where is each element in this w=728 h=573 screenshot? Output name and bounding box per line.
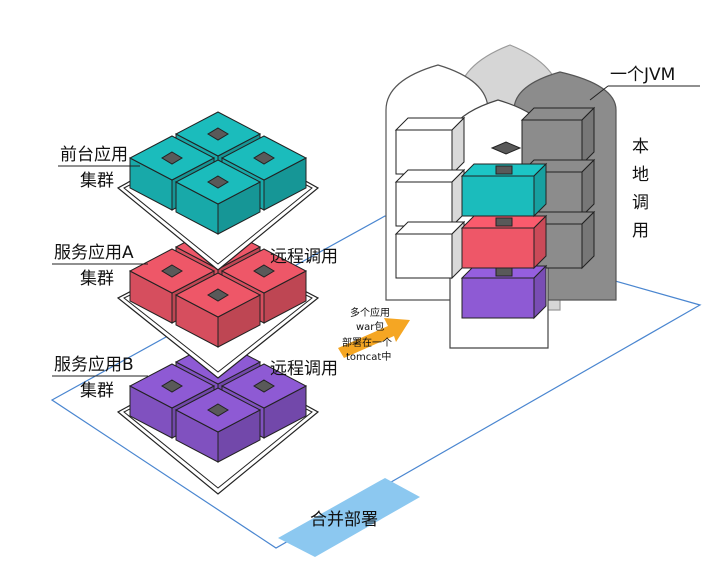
chip: [495, 217, 513, 227]
service-a-label-2: 集群: [80, 269, 114, 289]
box-front: [395, 129, 453, 175]
stack-box-side: [533, 214, 547, 270]
local-call-char-2: 地: [632, 165, 649, 185]
stack-box-side: [533, 162, 547, 218]
arrow-note-line-1: 多个应用: [350, 306, 390, 319]
arrow-note-line-2: war包: [356, 320, 384, 333]
jvm-label-leader: [589, 85, 609, 101]
chip: [207, 288, 229, 302]
chip: [253, 379, 275, 393]
box-front: [395, 181, 453, 227]
stack-box-front: [461, 175, 535, 217]
chip: [161, 264, 183, 278]
local-call-char-3: 调: [632, 193, 649, 213]
remote-call-label-1: 远程调用: [270, 247, 338, 267]
stack-box-front: [461, 227, 535, 269]
stack-box-side: [533, 264, 547, 320]
service-a-label-1: 服务应用A: [54, 243, 134, 263]
chip: [207, 175, 229, 189]
box-side: [581, 106, 595, 166]
deploy-arrow: [338, 318, 410, 358]
chip: [490, 141, 522, 155]
chip: [207, 127, 229, 141]
frontend-cluster: [116, 111, 320, 271]
service-b-label-1: 服务应用B: [54, 355, 134, 375]
chip: [495, 267, 513, 277]
chip: [161, 379, 183, 393]
box-front: [395, 233, 453, 279]
frontend-cluster-label-1: 前台应用: [60, 145, 128, 165]
arrow-note-line-3: 部署在一个: [342, 336, 392, 349]
merge-deploy-label: 合并部署: [310, 510, 378, 530]
chip: [253, 264, 275, 278]
chip: [207, 403, 229, 417]
box-side: [581, 158, 595, 218]
box-side: [581, 210, 595, 270]
remote-call-label-2: 远程调用: [270, 359, 338, 379]
frontend-cluster-label-2: 集群: [80, 171, 114, 191]
local-call-char-1: 本: [632, 137, 649, 157]
box-side: [451, 116, 465, 176]
service-b-label-2: 集群: [80, 381, 114, 401]
stack-box-front: [461, 277, 535, 319]
merge-deploy-band: [278, 478, 420, 557]
one-jvm-label: 一个JVM: [610, 65, 675, 85]
arrow-note-line-4: tomcat中: [346, 350, 391, 363]
box-front: [521, 119, 583, 165]
chip: [495, 165, 513, 175]
chip: [253, 151, 275, 165]
local-call-char-4: 用: [632, 221, 649, 241]
chip: [161, 151, 183, 165]
